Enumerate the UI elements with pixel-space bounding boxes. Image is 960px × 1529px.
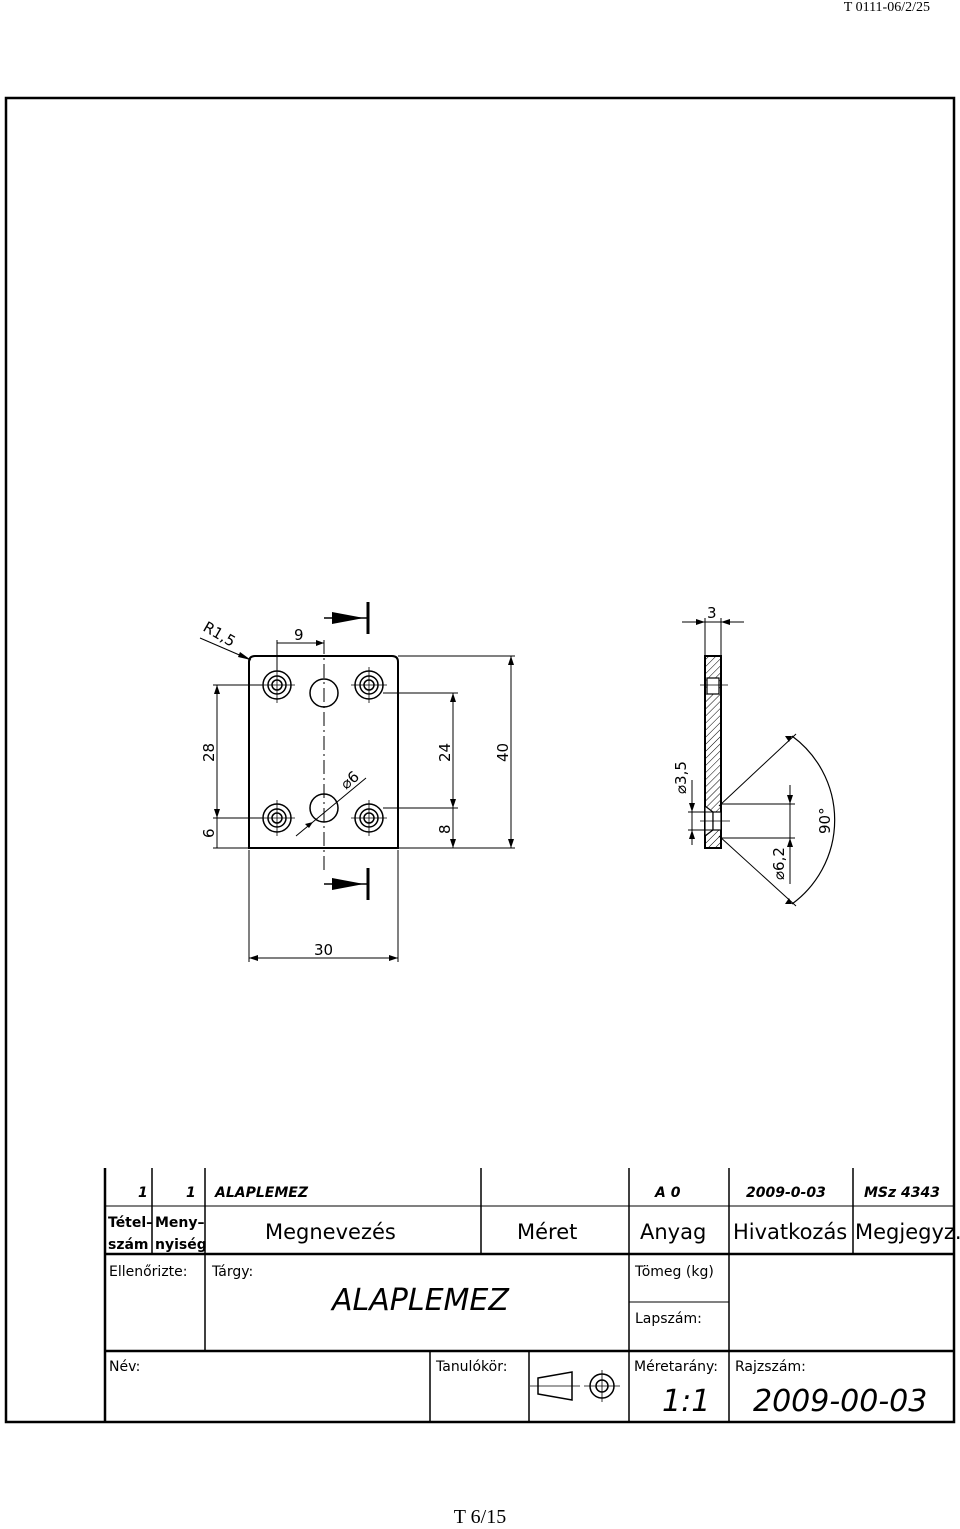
sheet-frame [4, 96, 956, 1424]
header-name: Megnevezés [265, 1220, 396, 1244]
header-material: Anyag [640, 1220, 706, 1244]
section-mark-bottom [324, 868, 370, 900]
drawing-number-label: Rajzszám: [735, 1359, 806, 1375]
countersunk-hole-top-left [259, 667, 295, 703]
dimension-lines [199, 637, 515, 962]
quantity: 1 [186, 1185, 196, 1201]
header-item-1: Tétel– [108, 1215, 153, 1231]
side-section-view [682, 618, 836, 907]
header-reference: Hivatkozás [733, 1220, 847, 1244]
note: MSz 4343 [864, 1185, 940, 1201]
subject-label: Tárgy: [211, 1264, 253, 1280]
plain-hole-bottom [309, 793, 339, 823]
section-mark-top [324, 602, 370, 634]
dim-width-30: 30 [314, 941, 333, 959]
item-number: 1 [138, 1185, 148, 1201]
header-quantity-1: Meny– [155, 1215, 205, 1231]
dim-height-40: 40 [494, 743, 512, 762]
document-code: T 0111-06/2/25 [843, 0, 930, 15]
name-label: Név: [109, 1359, 140, 1375]
plate-section [704, 655, 722, 849]
title-block [103, 1168, 954, 1422]
dim-countersink-diameter: ⌀6,2 [770, 847, 788, 880]
dim-thickness: 3 [707, 604, 717, 622]
countersunk-hole-bottom-right [351, 800, 387, 836]
plain-hole-top [309, 678, 339, 708]
dim-small-diameter: ⌀3,5 [672, 761, 690, 794]
header-quantity-2: nyiség [155, 1237, 207, 1253]
top-hole-section [706, 677, 720, 695]
front-view [199, 602, 515, 962]
checked-label: Ellenőrizte: [109, 1264, 188, 1280]
reference: 2009-0-03 [746, 1185, 826, 1201]
header-note: Megjegyz. [855, 1220, 960, 1244]
subject-value: ALAPLEMEZ [330, 1283, 510, 1318]
mass-label: Tömeg (kg) [634, 1264, 714, 1280]
dim-height-28: 28 [200, 743, 218, 762]
dim-countersink-angle: 90° [816, 807, 834, 834]
page-number: T 6/15 [453, 1506, 507, 1528]
dim-hole-offset: 9 [294, 626, 304, 644]
dim-hole-diameter: ⌀6 [337, 767, 363, 793]
drawing-number-value: 2009-00-03 [753, 1384, 927, 1419]
countersunk-hole-bottom-left [259, 800, 295, 836]
side-dimension-arrows [689, 619, 793, 904]
dim-pitch-24: 24 [436, 743, 454, 762]
header-size: Méret [517, 1220, 577, 1244]
countersunk-hole-top-right [351, 667, 387, 703]
dim-radius: R1,5 [200, 618, 239, 651]
part-name: ALAPLEMEZ [214, 1185, 309, 1201]
class-label: Tanulókör: [435, 1359, 507, 1375]
material: A 0 [654, 1185, 681, 1201]
dimension-arrows [214, 640, 514, 961]
sheet-label: Lapszám: [635, 1311, 702, 1327]
scale-value: 1:1 [662, 1384, 710, 1419]
projection-symbol-icon [530, 1370, 620, 1402]
dim-offset-6: 6 [200, 828, 218, 838]
header-item-2: szám [108, 1237, 149, 1253]
dim-offset-8: 8 [436, 824, 454, 834]
scale-label: Méretarány: [634, 1359, 718, 1375]
